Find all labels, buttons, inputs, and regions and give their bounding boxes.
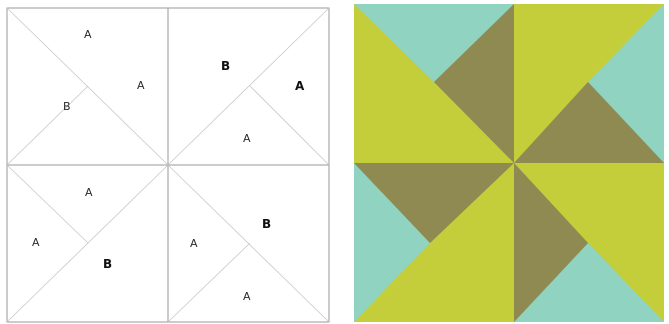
label-br-b: B	[262, 217, 271, 231]
label-tl-top: A	[84, 28, 92, 41]
quilt-svg	[348, 0, 669, 324]
label-tl-right: A	[137, 79, 145, 92]
br-inner-line	[168, 243, 250, 322]
line-diagram-svg: A A B B A A A A B A B A	[0, 0, 336, 324]
label-bl-b: B	[103, 257, 112, 271]
tl-inner-line	[7, 86, 88, 165]
label-bl-top: A	[85, 186, 93, 199]
label-tl-left: B	[63, 100, 71, 113]
colored-quilt-block	[348, 0, 669, 324]
label-tr-right: A	[295, 79, 305, 93]
label-tr-b: B	[221, 59, 230, 73]
label-tr-bottom: A	[243, 132, 251, 145]
label-bl-left: A	[32, 236, 40, 249]
tr-inner-line	[250, 86, 329, 165]
label-br-left: A	[190, 237, 198, 250]
bl-inner-line	[7, 165, 88, 243]
block-line-diagram: A A B B A A A A B A B A	[0, 0, 336, 324]
label-br-bottom: A	[243, 290, 251, 303]
